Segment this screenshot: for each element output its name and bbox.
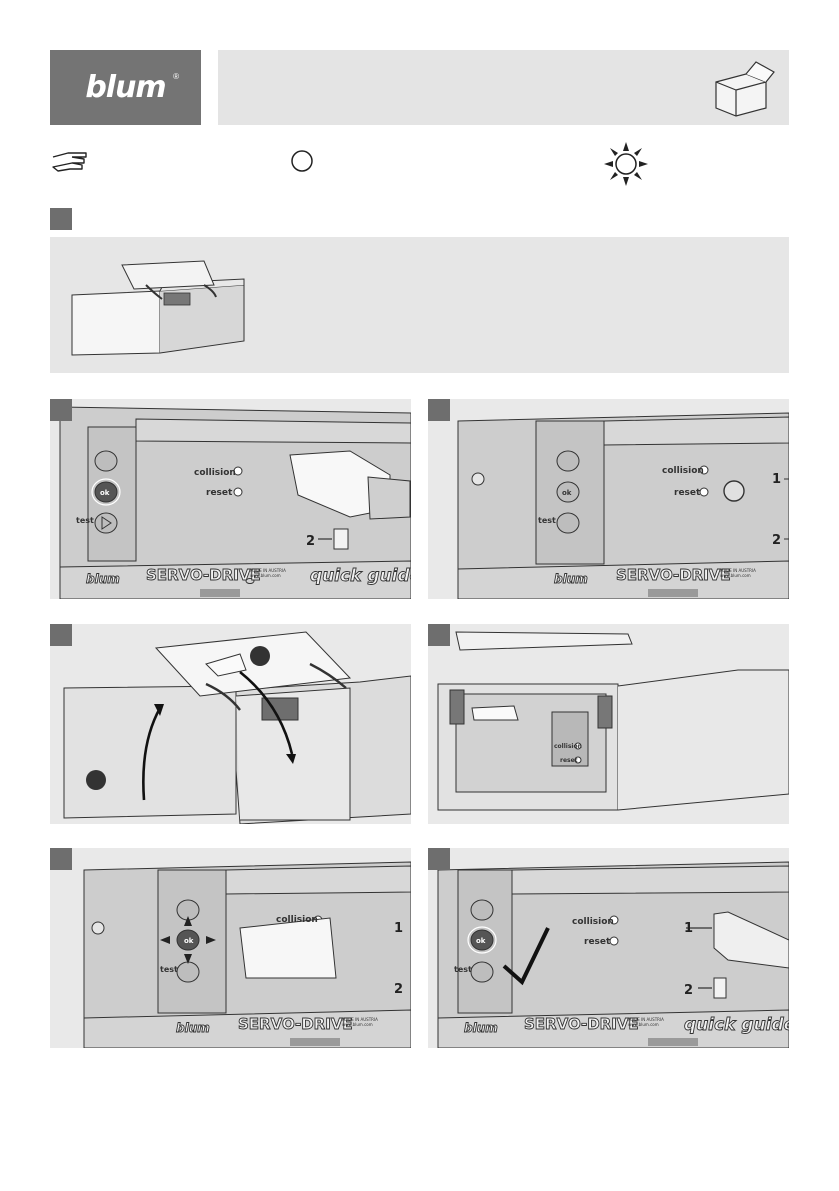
logo-registered: ® bbox=[173, 72, 179, 81]
ok-label: ok bbox=[184, 937, 194, 945]
quick-guide-label: quick guide bbox=[684, 1015, 789, 1035]
step-6: collision reset ok test 1 2 SERVO-DRIVE … bbox=[428, 848, 789, 1048]
callout-2: 2 bbox=[684, 983, 693, 998]
led-off-icon bbox=[288, 148, 318, 178]
url-label: www.blum.com bbox=[628, 1022, 659, 1027]
cabinet-open-illustration bbox=[64, 255, 264, 359]
press-hand-icon bbox=[50, 145, 92, 175]
blum-small-label: blum bbox=[176, 1021, 210, 1035]
collision-label: collision bbox=[194, 468, 236, 478]
step-2: collision reset ok test 1 2 SERVO-DRIVE … bbox=[428, 399, 789, 599]
blum-logo: blum ® bbox=[50, 50, 201, 125]
cabinet-icon bbox=[708, 60, 778, 118]
brand-label: SERVO-DRIVE bbox=[616, 566, 731, 584]
step-4-marker bbox=[428, 624, 450, 646]
step-3 bbox=[50, 624, 411, 824]
url-label: www.blum.com bbox=[720, 573, 751, 578]
logo-text: blum bbox=[85, 70, 165, 105]
step-1: collision reset ok test 2 SERVO-DRIVE MA… bbox=[50, 399, 411, 599]
url-label: www.blum.com bbox=[342, 1022, 373, 1027]
blum-small-label: blum bbox=[554, 572, 588, 586]
ok-label: ok bbox=[562, 489, 572, 497]
step-1-marker bbox=[50, 399, 72, 421]
brand-label: SERVO-DRIVE bbox=[524, 1015, 639, 1033]
reset-label: reset bbox=[584, 937, 611, 947]
callout-1: 1 bbox=[394, 921, 403, 936]
reset-label: reset bbox=[674, 488, 701, 498]
callout-2: 2 bbox=[394, 982, 403, 997]
callout-2: 2 bbox=[306, 534, 315, 549]
collision-label: collision bbox=[572, 917, 614, 927]
ok-label: ok bbox=[476, 937, 486, 945]
test-label: test bbox=[160, 965, 178, 974]
test-label: test bbox=[538, 516, 556, 525]
step-3-marker bbox=[50, 624, 72, 646]
ok-label: ok bbox=[100, 489, 110, 497]
test-label: test bbox=[76, 516, 94, 525]
reset-label: reset bbox=[206, 488, 233, 498]
collision-label: collision bbox=[662, 466, 704, 476]
led-flashing-icon bbox=[603, 140, 649, 188]
url-label: www.blum.com bbox=[250, 573, 281, 578]
step-5: collision ok test 1 2 SERVO-DRIVE MADE I… bbox=[50, 848, 411, 1048]
quick-guide-label: quick guide bbox=[310, 566, 411, 586]
title-band bbox=[218, 50, 789, 125]
step-4: collision reset bbox=[428, 624, 789, 824]
blum-small-label: blum bbox=[464, 1021, 498, 1035]
section-marker bbox=[50, 208, 72, 230]
callout-1: 1 bbox=[684, 921, 693, 936]
step-5-marker bbox=[50, 848, 72, 870]
collision-label: collision bbox=[554, 743, 582, 750]
reset-label: reset bbox=[560, 757, 578, 764]
brand-label: SERVO-DRIVE bbox=[146, 566, 261, 584]
callout-2: 2 bbox=[772, 533, 781, 548]
intro-panel bbox=[50, 237, 789, 373]
blum-small-label: blum bbox=[86, 572, 120, 586]
step-2-marker bbox=[428, 399, 450, 421]
brand-label: SERVO-DRIVE bbox=[238, 1015, 353, 1033]
step-6-marker bbox=[428, 848, 450, 870]
test-label: test bbox=[454, 965, 472, 974]
collision-label: collision bbox=[276, 915, 318, 925]
callout-1: 1 bbox=[772, 472, 781, 487]
